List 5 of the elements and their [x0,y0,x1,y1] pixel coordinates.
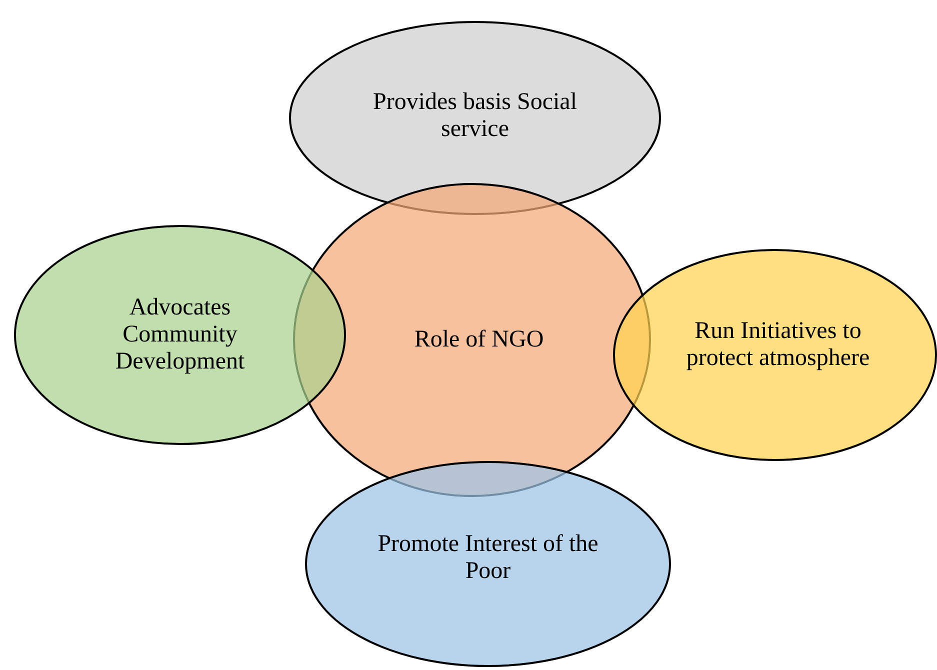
node-label: Role of NGO [413,326,545,354]
node-label: Advocates Community Development [114,294,246,376]
node-label: Promote Interest of the Poor [376,531,600,585]
node-label: Provides basis Social service [372,89,578,143]
node-label: Run Initiatives to protect atmosphere [685,318,871,372]
